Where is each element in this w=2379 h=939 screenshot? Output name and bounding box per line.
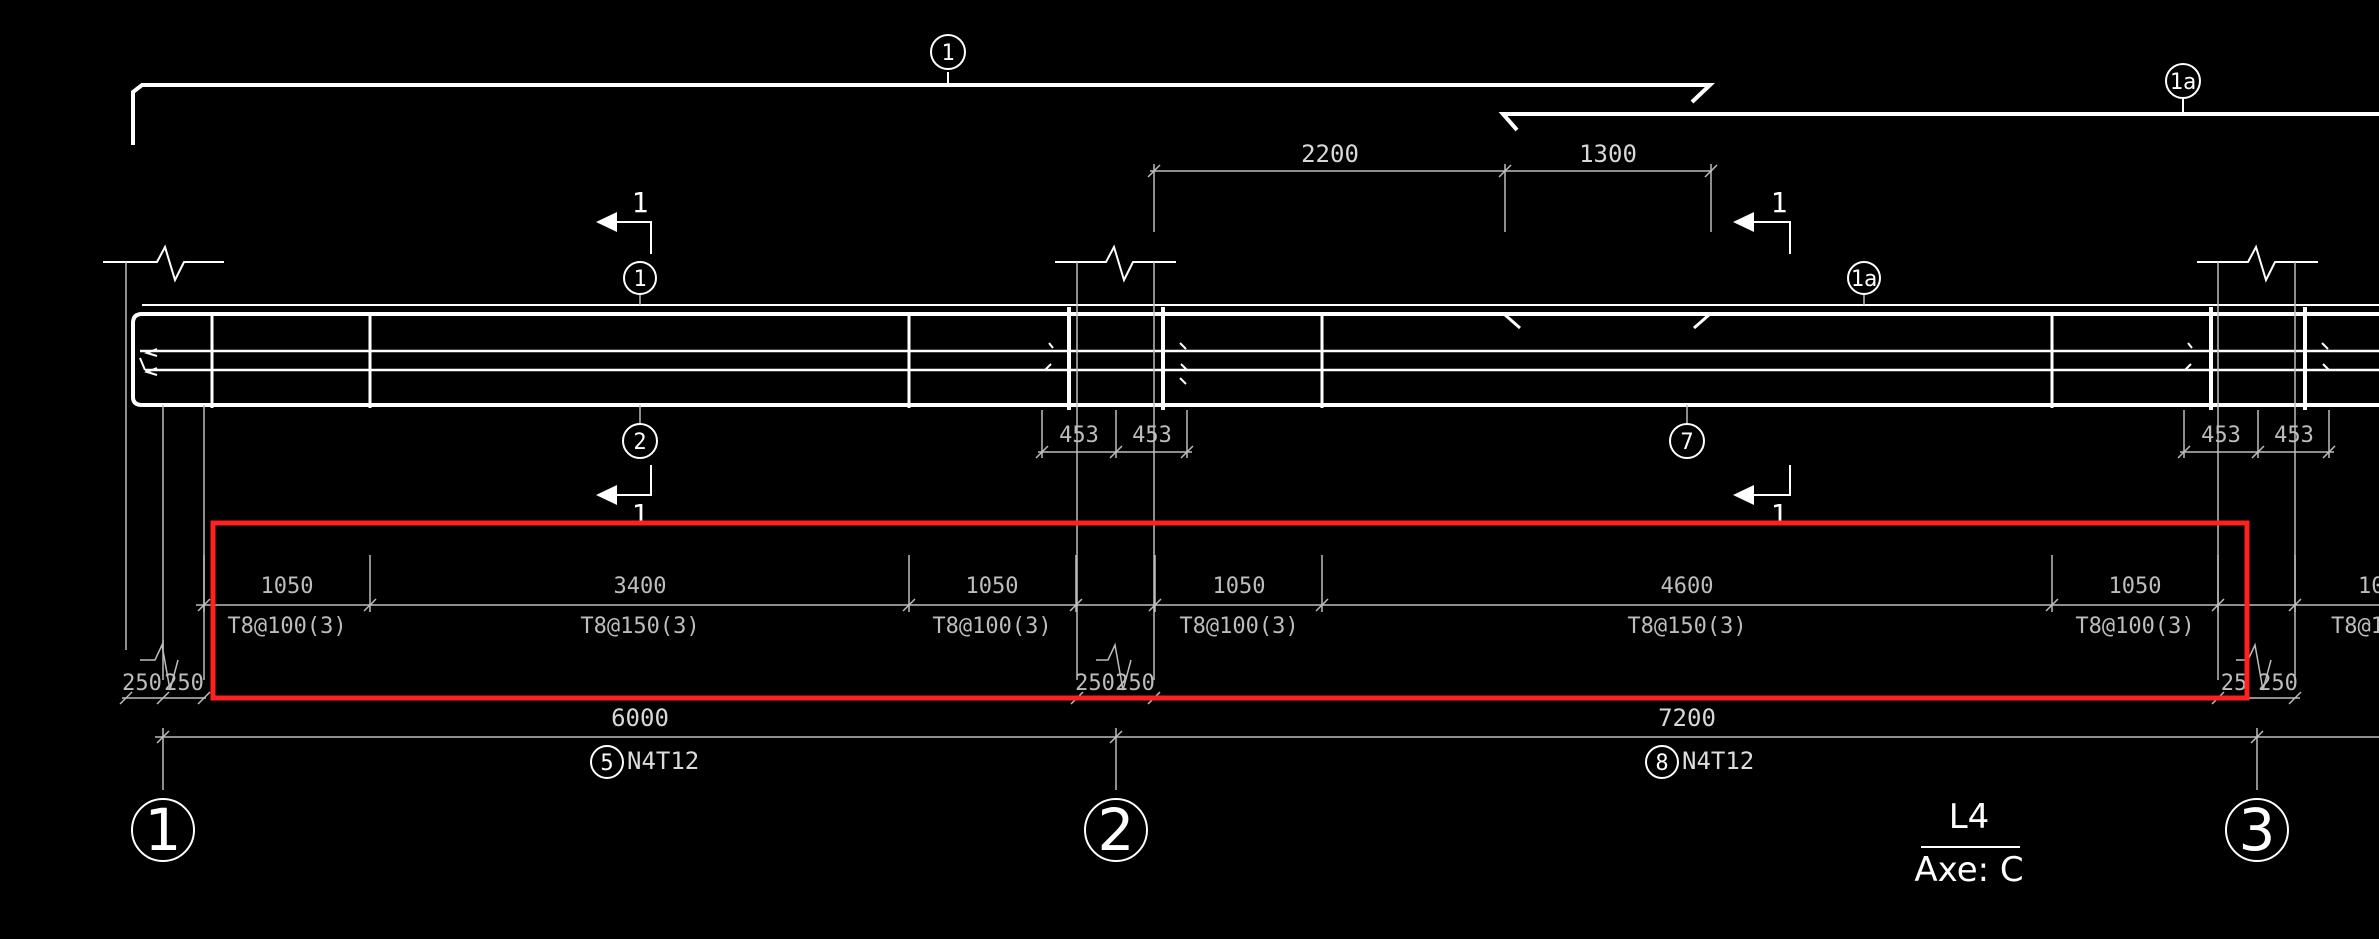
stirrup-zone-4-spec: T8@100(3) (1179, 614, 1298, 639)
drawing-subtitle: Axe: C (1914, 850, 2023, 890)
column-3-dim-b: 250 (2258, 671, 2298, 696)
axis-3-label: 3 (2239, 796, 2276, 864)
column-break-top (103, 244, 2318, 283)
top-bar-1-bubble: 1 (930, 34, 966, 70)
support-dim-b: 453 (1132, 423, 1172, 448)
top-bar-1a-label: 1a (2170, 70, 2197, 95)
span-dim-line (155, 728, 2379, 790)
stirrup-zone-3-spec: T8@100(3) (932, 614, 1051, 639)
axis-1: 1 (131, 796, 195, 864)
drawing-title: L4 (1949, 797, 1990, 837)
stirrup-zone-7-spec: T8@1 (2331, 614, 2379, 639)
support-dim-lines (1035, 410, 2336, 459)
stirrup-zone-2-spec: T8@150(3) (580, 614, 699, 639)
stirrup-zone-5-spec: T8@150(3) (1627, 614, 1746, 639)
bubble-1a-top: 1a (1847, 261, 1881, 305)
stirrup-zone-7-length: 10 (2358, 574, 2379, 599)
column-1-dim-a: 250 (122, 671, 162, 696)
beam-body (131, 304, 2379, 410)
stirrup-zone-5-length: 4600 (1661, 574, 1714, 599)
stirrup-dim-line (196, 555, 2379, 612)
bubble-1-top-label: 1 (633, 267, 646, 292)
top-bar-1a-shape (1498, 98, 2379, 132)
axis-1-label: 1 (145, 796, 182, 864)
bubble-1-top: 1 (623, 261, 657, 305)
highlight-box (210, 520, 2250, 701)
bubble-2-bottom-label: 2 (633, 430, 646, 455)
column-2-dim-b: 250 (1115, 671, 1155, 696)
bottom-bar-8-num: 8 (1655, 751, 1668, 776)
section-mark-1-top-left-label: 1 (632, 186, 649, 219)
bottom-bar-5-spec: N4T12 (627, 747, 699, 775)
section-mark-1-top-right-label: 1 (1771, 186, 1788, 219)
section-mark-1-top-right: 1 (1733, 186, 1791, 254)
stirrup-zone-1-spec: T8@100(3) (227, 614, 346, 639)
span-2-length: 7200 (1658, 704, 1716, 732)
stirrup-zone-6-spec: T8@100(3) (2075, 614, 2194, 639)
top-bar-1-label: 1 (941, 41, 954, 66)
section-mark-1-bottom-left-label: 1 (632, 498, 649, 531)
axis-2-label: 2 (1098, 796, 1135, 864)
section-mark-1-top-left: 1 (596, 186, 652, 254)
support-dim-d: 453 (2274, 423, 2314, 448)
top-bar-1-shape (131, 72, 1716, 145)
support-dim-a: 453 (1059, 423, 1099, 448)
bottom-bar-8: 8 N4T12 (1645, 745, 1754, 779)
section-mark-1-bottom-right-label: 1 (1771, 498, 1788, 531)
support-dim-c: 453 (2201, 423, 2241, 448)
bubble-1a-top-label: 1a (1851, 267, 1878, 292)
stirrup-zone-2-length: 3400 (614, 574, 667, 599)
stirrup-zone-3-length: 1050 (966, 574, 1019, 599)
bottom-bar-8-spec: N4T12 (1682, 747, 1754, 775)
column-1-dim-b: 250 (164, 671, 204, 696)
bottom-bar-5-num: 5 (600, 751, 613, 776)
top-dim-2200: 2200 (1301, 140, 1359, 168)
stirrup-zone-4-length: 1050 (1213, 574, 1266, 599)
top-bar-1a-bubble: 1a (2165, 63, 2201, 99)
bubble-7-bottom: 7 (1669, 405, 1705, 459)
column-2-dim-a: 250 (1075, 671, 1115, 696)
stirrup-zone-1-length: 1050 (261, 574, 314, 599)
bubble-2-bottom: 2 (622, 405, 658, 459)
bubble-7-bottom-label: 7 (1680, 430, 1693, 455)
stirrup-zone-6-length: 1050 (2109, 574, 2162, 599)
span-1-length: 6000 (611, 704, 669, 732)
top-dim-1300: 1300 (1579, 140, 1637, 168)
bottom-bar-5: 5 N4T12 (590, 745, 699, 779)
axis-2: 2 (1084, 796, 1148, 864)
column-3-dim-a: 25 (2221, 671, 2248, 696)
top-dimension-line (1147, 164, 1718, 232)
axis-3: 3 (2225, 796, 2289, 864)
